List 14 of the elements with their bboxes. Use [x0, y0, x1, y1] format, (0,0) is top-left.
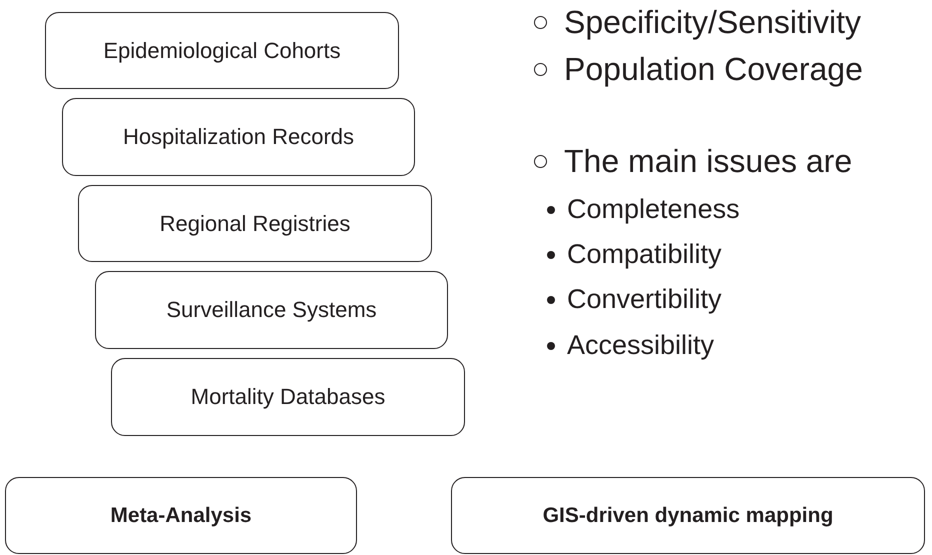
- bullet-item: Specificity/Sensitivity: [534, 4, 861, 41]
- bullet-item: Convertibility: [547, 284, 722, 315]
- bullet-item: Population Coverage: [534, 51, 863, 88]
- rounded-box: Mortality Databases: [111, 358, 465, 436]
- rounded-box: Regional Registries: [78, 185, 432, 262]
- rounded-box: Epidemiological Cohorts: [45, 12, 399, 89]
- bullet-item: The main issues are: [534, 143, 852, 180]
- rounded-box: Hospitalization Records: [62, 98, 415, 176]
- bullet-item: Accessibility: [547, 330, 714, 361]
- rounded-box: Surveillance Systems: [95, 271, 448, 349]
- rounded-box: GIS-driven dynamic mapping: [451, 477, 925, 554]
- bullet-item: Compatibility: [547, 239, 722, 270]
- bullet-item: Completeness: [547, 194, 740, 225]
- rounded-box: Meta-Analysis: [5, 477, 357, 554]
